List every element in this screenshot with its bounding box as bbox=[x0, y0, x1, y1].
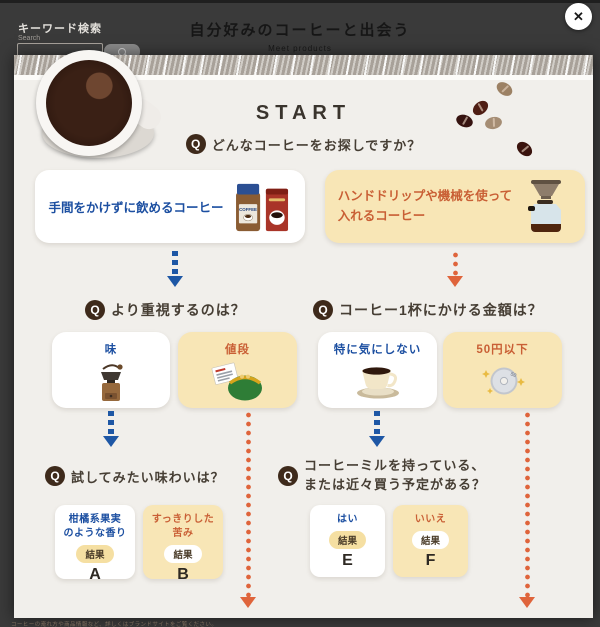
coin-purse-receipt-icon bbox=[211, 362, 262, 401]
q-badge-icon: Q bbox=[45, 466, 65, 486]
coffee-surface-shape bbox=[46, 60, 132, 146]
question-2-left-text: より重視するのは？ bbox=[111, 302, 246, 318]
band-bottom-strip bbox=[14, 75, 593, 80]
start-heading: START bbox=[255, 102, 352, 124]
fifty-yen-coin-icon: 50 bbox=[481, 367, 525, 395]
result-letter: A bbox=[89, 566, 101, 583]
option-label: 手間をかけずに飲めるコーヒー bbox=[48, 201, 224, 215]
result-badge: 結果 bbox=[164, 545, 202, 563]
jar-label-text: COFFEE bbox=[239, 206, 257, 211]
result-label-line1: 柑橘系果実 bbox=[68, 514, 122, 525]
question-1-text: どんなコーヒーをお探しですか？ bbox=[211, 137, 422, 153]
result-label: はい bbox=[337, 514, 358, 525]
modal-subtitle: Meet products bbox=[268, 44, 332, 53]
search-caption: Search bbox=[18, 35, 41, 42]
q-badge-icon: Q bbox=[278, 465, 298, 486]
keyword-search-label: キーワード検索 bbox=[18, 23, 102, 35]
coffee-bean-icon bbox=[494, 79, 515, 99]
flow-arrow-blue-icon bbox=[167, 251, 183, 287]
pour-over-icon bbox=[528, 179, 562, 232]
close-button[interactable]: ✕ bbox=[565, 3, 592, 30]
coffee-grinder-icon bbox=[101, 364, 123, 401]
coin-value-text: 50 bbox=[509, 371, 517, 379]
flow-arrow-blue-icon bbox=[103, 411, 119, 447]
close-icon: ✕ bbox=[573, 8, 584, 24]
footer-text: コーヒーの淹れ方や商品情報など、詳しくはブランドサイトをご覧ください。 bbox=[11, 622, 218, 627]
question-2-right-row: Q コーヒー1杯にかける金額は？ bbox=[313, 300, 543, 320]
option-label: 味 bbox=[104, 344, 118, 356]
result-letter: E bbox=[342, 552, 353, 569]
q-badge-icon: Q bbox=[185, 134, 206, 154]
question-3-right-row: Q コーヒーミルを持っている、 または近々買う予定がある？ bbox=[278, 457, 486, 495]
option-label-line2: 入れるコーヒー bbox=[337, 208, 426, 223]
question-1-row: Q どんなコーヒーをお探しですか？ bbox=[14, 134, 593, 154]
option-card-instant-coffee[interactable]: 手間をかけずに飲めるコーヒー COFFEE bbox=[35, 170, 305, 243]
result-label: いいえ bbox=[414, 514, 447, 525]
option-label: 50円以下 bbox=[476, 344, 529, 356]
option-label: 値段 bbox=[225, 344, 250, 356]
question-3-right-line2: または近々買う予定がある？ bbox=[304, 476, 487, 492]
question-3-left-row: Q 試してみたい味わいは？ bbox=[45, 466, 225, 486]
flowchart-sheet: START Q どんなコーヒーをお探しですか？ 手間をかけずに飲めるコーヒー C… bbox=[14, 50, 593, 618]
flow-arrow-orange-icon bbox=[447, 251, 463, 287]
option-card-taste[interactable]: 味 bbox=[52, 332, 170, 408]
result-label-line2: 苦み bbox=[172, 528, 194, 539]
question-3-left-text: 試してみたい味わいは？ bbox=[71, 469, 225, 485]
flow-line-orange-continuation-icon bbox=[519, 411, 535, 608]
instant-coffee-icon: COFFEE bbox=[235, 183, 288, 231]
option-label-line1: ハンドドリップや機械を使って bbox=[337, 189, 513, 204]
question-2-right-text: コーヒー1杯にかける金額は？ bbox=[339, 302, 543, 318]
modal-title: 自分好みのコーヒーと出会う bbox=[189, 22, 411, 39]
result-letter: F bbox=[425, 552, 436, 569]
result-badge: 結果 bbox=[76, 545, 114, 563]
option-card-price[interactable]: 値段 bbox=[178, 332, 297, 408]
result-card-a[interactable]: 柑橘系果実 のような香り 結果 A bbox=[55, 505, 135, 583]
option-card-hand-drip[interactable]: ハンドドリップや機械を使って 入れるコーヒー bbox=[325, 170, 585, 243]
result-badge: 結果 bbox=[411, 531, 449, 549]
option-label: 特に気にしない bbox=[333, 344, 422, 356]
result-card-b[interactable]: すっきりした 苦み 結果 B bbox=[143, 505, 223, 583]
result-badge: 結果 bbox=[328, 531, 366, 549]
option-label: ハンドドリップや機械を使って 入れるコーヒー bbox=[338, 187, 512, 226]
option-card-under-50-yen[interactable]: 50円以下 50 bbox=[443, 332, 562, 408]
decorative-pattern-band bbox=[14, 55, 593, 75]
q-badge-icon: Q bbox=[85, 300, 105, 320]
flow-line-orange-continuation-icon bbox=[240, 411, 256, 608]
question-3-right-line1: コーヒーミルを持っている、 bbox=[304, 458, 486, 473]
coffee-cup-icon bbox=[356, 367, 399, 399]
coffee-cup-photo bbox=[36, 50, 166, 162]
question-3-right-text: コーヒーミルを持っている、 または近々買う予定がある？ bbox=[304, 457, 486, 495]
result-card-e[interactable]: はい 結果 E bbox=[310, 505, 385, 577]
question-2-left-row: Q より重視するのは？ bbox=[85, 300, 246, 320]
result-label-line1: すっきりした bbox=[151, 514, 215, 525]
option-card-no-preference[interactable]: 特に気にしない bbox=[318, 332, 437, 408]
result-card-f[interactable]: いいえ 結果 F bbox=[393, 505, 468, 577]
result-letter: B bbox=[177, 566, 189, 583]
flow-arrow-blue-icon bbox=[369, 411, 385, 447]
result-label-line2: のような香り bbox=[63, 528, 127, 539]
q-badge-icon: Q bbox=[313, 300, 333, 320]
